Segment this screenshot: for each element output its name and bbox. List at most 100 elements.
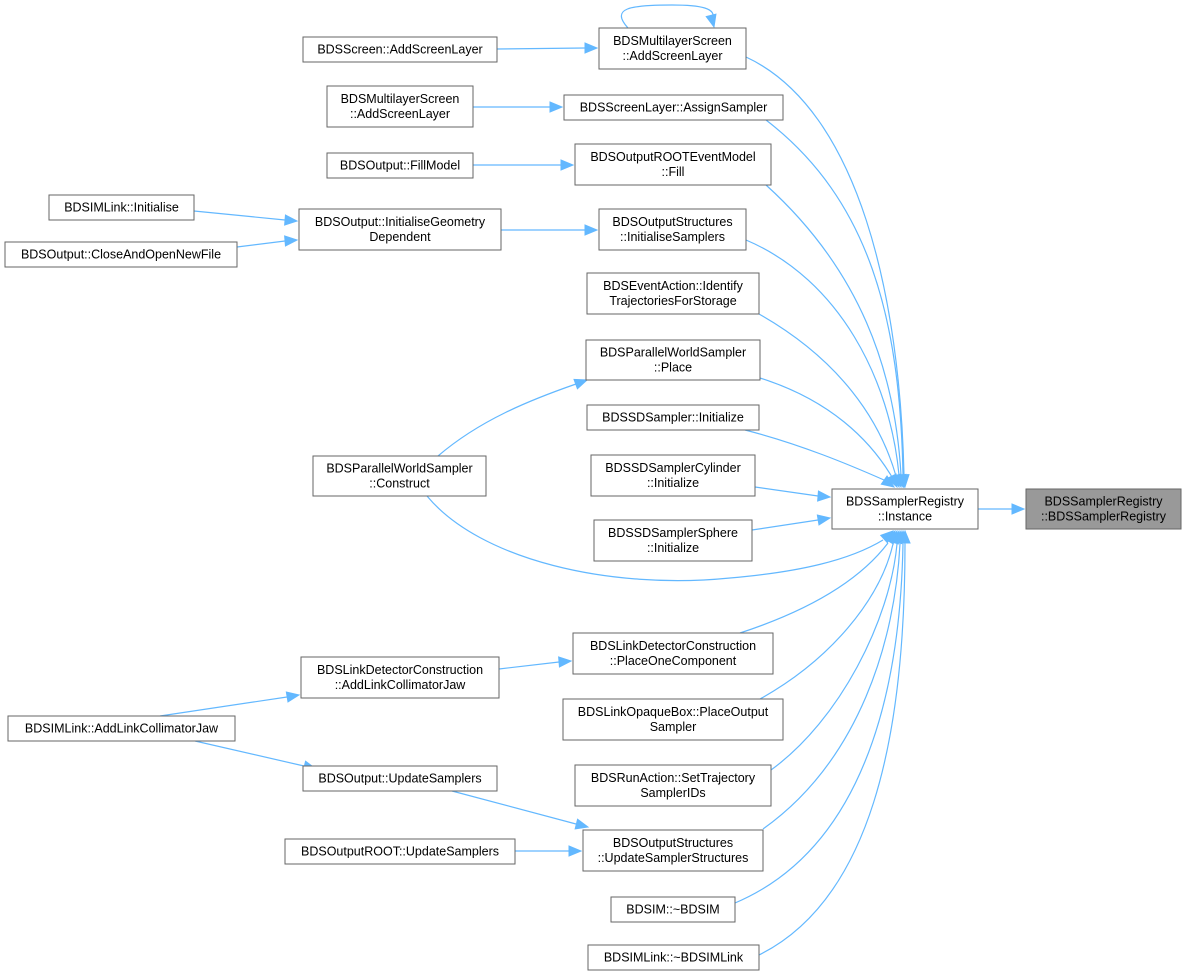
edge-construct-to-instance (426, 495, 884, 582)
node-label: BDSOutput::CloseAndOpenNewFile (21, 248, 221, 262)
node-label: BDSOutputROOT::UpdateSamplers (301, 845, 499, 859)
node-box (587, 944, 760, 971)
node-box (593, 519, 753, 562)
node-label: ::Place (654, 361, 692, 375)
node-pws-place[interactable]: BDSParallelWorldSampler::Place (585, 339, 761, 381)
call-graph-nodes: BDSSamplerRegistry::BDSSamplerRegistryBD… (4, 27, 1182, 971)
edge-bdsim-to-instance (734, 543, 904, 904)
edge-screen-to-mls-arrowhead (584, 42, 599, 54)
edge-mls2-to-assign-arrowhead (549, 101, 564, 113)
node-outputroot-update[interactable]: BDSOutputROOT::UpdateSamplers (284, 838, 516, 865)
node-label: BDSSDSamplerCylinder (605, 461, 740, 475)
node-label: SamplerIDs (640, 786, 705, 800)
node-box (48, 194, 195, 221)
edge-fillmodel-to-fill-arrowhead (560, 159, 575, 171)
node-box (312, 455, 487, 497)
node-label: TrajectoriesForStorage (609, 294, 736, 308)
node-sdcyl-init[interactable]: BDSSDSamplerCylinder::Initialize (590, 454, 756, 497)
node-label: BDSOutputStructures (612, 215, 732, 229)
node-os-updatestructs[interactable]: BDSOutputStructures::UpdateSamplerStruct… (582, 829, 764, 872)
node-label: BDSScreenLayer::AssignSampler (580, 101, 768, 115)
edge-sdcyl-to-instance-arrowhead (817, 490, 832, 502)
edge-init-to-initgeom (193, 210, 286, 221)
edge-update-to-updatestructs (451, 790, 577, 825)
node-box (300, 656, 500, 699)
node-bdsimlink-addjaw[interactable]: BDSIMLink::AddLinkCollimatorJaw (7, 715, 236, 742)
node-screenlayer-assign[interactable]: BDSScreenLayer::AssignSampler (563, 94, 784, 121)
node-bdsimlink-init[interactable]: BDSIMLink::Initialise (48, 194, 195, 221)
node-box (562, 698, 784, 741)
edge-bdsimlink-to-instance-arrowhead (899, 529, 911, 544)
node-eventaction-identify[interactable]: BDSEventAction::IdentifyTrajectoriesForS… (586, 272, 760, 315)
node-label: BDSOutput::UpdateSamplers (318, 772, 481, 786)
node-pws-construct[interactable]: BDSParallelWorldSampler::Construct (312, 455, 487, 497)
node-label: ::AddScreenLayer (622, 49, 722, 63)
node-mls-addlayer[interactable]: BDSMultilayerScreen::AddScreenLayer (598, 27, 747, 70)
node-output-updatesamplers[interactable]: BDSOutput::UpdateSamplers (302, 765, 498, 792)
edge-mls-to-instance (745, 56, 905, 476)
node-ldc-addjaw[interactable]: BDSLinkDetectorConstruction::AddLinkColl… (300, 656, 500, 699)
node-label: Sampler (650, 720, 697, 734)
node-label: BDSRunAction::SetTrajectory (591, 771, 756, 785)
edge-opaquebox-to-instance (759, 543, 894, 700)
node-os-initsamplers[interactable]: BDSOutputStructures::InitialiseSamplers (598, 208, 747, 251)
node-sdsph-init[interactable]: BDSSDSamplerSphere::Initialize (593, 519, 753, 562)
edge-addjaw-to-placeone (498, 661, 560, 670)
node-label: ::Initialize (647, 541, 699, 555)
edge-settraj-to-instance (770, 543, 898, 771)
node-label: ::AddLinkCollimatorJaw (335, 678, 467, 692)
node-box (1025, 488, 1182, 530)
node-label: ::BDSSamplerRegistry (1041, 510, 1167, 524)
node-box (585, 339, 761, 381)
node-label: BDSLinkDetectorConstruction (317, 663, 483, 677)
node-label: BDSIMLink::~BDSIMLink (604, 951, 744, 965)
edge-place-to-instance (759, 377, 893, 478)
node-box (302, 36, 498, 63)
edge-sdsph-to-instance-arrowhead (816, 514, 832, 526)
edge-linkjaw-to-ldcjaw (159, 696, 288, 717)
node-output-fillmodel[interactable]: BDSOutput::FillModel (326, 152, 474, 179)
edge-identify-to-instance (758, 313, 897, 477)
node-bdsimlink-dtor[interactable]: BDSIMLink::~BDSIMLink (587, 944, 760, 971)
node-mls-addlayer2[interactable]: BDSMultilayerScreen::AddScreenLayer (326, 85, 474, 128)
node-box (590, 454, 756, 497)
edge-linkjaw-to-update (194, 740, 305, 767)
node-box (7, 715, 236, 742)
node-screen-addlayer[interactable]: BDSScreen::AddScreenLayer (302, 36, 498, 63)
node-orem-fill[interactable]: BDSOutputROOTEventModel::Fill (574, 143, 772, 186)
node-box (598, 27, 747, 70)
node-output-closeopen[interactable]: BDSOutput::CloseAndOpenNewFile (4, 241, 238, 268)
node-box (574, 764, 772, 807)
node-registry-ctor[interactable]: BDSSamplerRegistry::BDSSamplerRegistry (1025, 488, 1182, 530)
node-box (574, 143, 772, 186)
edge-addjaw-to-placeone-arrowhead (558, 656, 573, 668)
edge-bdsimlink-to-instance (758, 543, 906, 956)
node-label: Dependent (369, 230, 431, 244)
node-box (326, 152, 474, 179)
edge-sdinit-to-instance-arrowhead (880, 475, 896, 488)
edge-init-to-initgeom-arrowhead (284, 214, 299, 226)
edge-update-to-updatestructs-arrowhead (574, 818, 590, 830)
node-bdsim-dtor[interactable]: BDSIM::~BDSIM (610, 896, 736, 923)
edge-sdcyl-to-instance (754, 486, 819, 497)
node-box (563, 94, 784, 121)
edge-mls-self-loop (621, 4, 714, 29)
edge-assign-to-instance (765, 119, 904, 476)
edge-instance-to-ctor-arrowhead (1011, 503, 1026, 515)
node-label: ::UpdateSamplerStructures (598, 851, 749, 865)
node-sd-init[interactable]: BDSSDSampler::Initialize (586, 404, 760, 431)
edge-placeone-to-instance (739, 542, 889, 634)
node-label: ::PlaceOneComponent (610, 654, 737, 668)
node-ldc-placeone[interactable]: BDSLinkDetectorConstruction::PlaceOneCom… (572, 632, 774, 675)
node-registry-instance[interactable]: BDSSamplerRegistry::Instance (831, 488, 979, 530)
node-label: BDSIMLink::AddLinkCollimatorJaw (25, 722, 219, 736)
edge-closeopen-to-initgeom-arrowhead (284, 235, 299, 247)
node-label: ::InitialiseSamplers (620, 230, 725, 244)
edge-closeopen-to-initgeom (236, 240, 286, 248)
edge-sdsph-to-instance (751, 519, 819, 531)
node-label: BDSOutputStructures (613, 836, 733, 850)
